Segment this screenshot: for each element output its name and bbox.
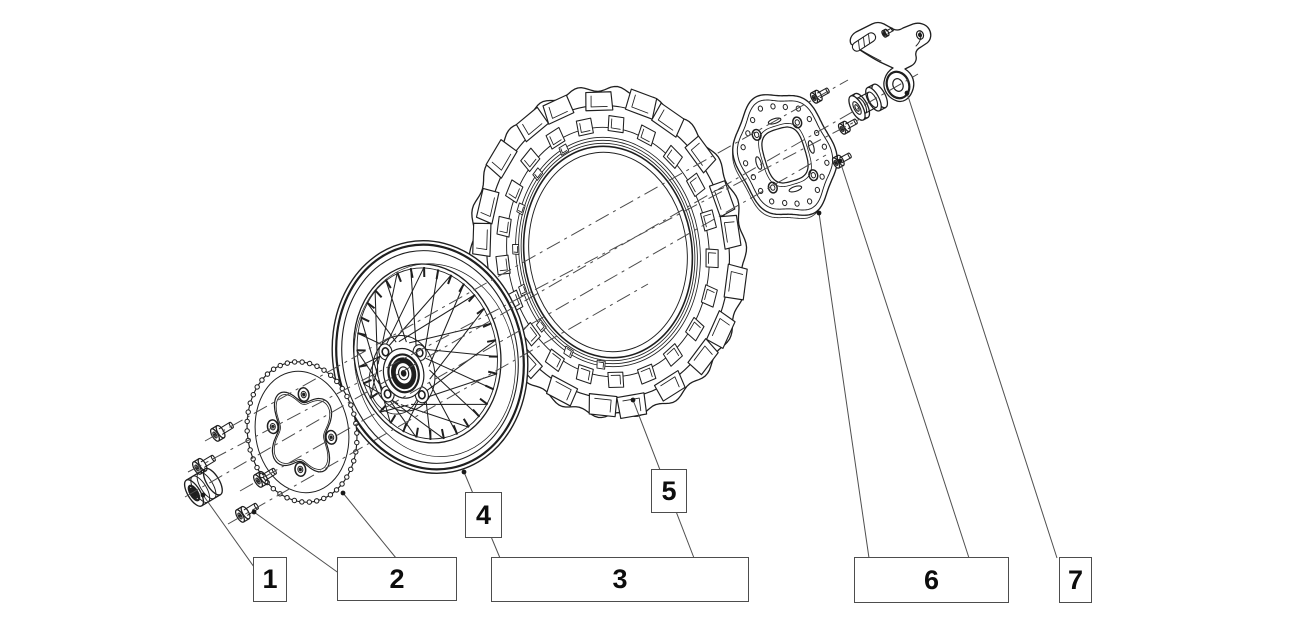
- wheel-rim: [331, 239, 529, 475]
- callout-label-6: 6: [923, 564, 940, 595]
- callout-label-5: 5: [661, 475, 677, 506]
- brake-disc: [732, 94, 838, 219]
- callout-box-6: 6: [854, 557, 1009, 603]
- callout-label-1: 1: [262, 564, 278, 594]
- callout-box-7: 7: [1059, 557, 1092, 603]
- callout-box-5: 5: [651, 469, 687, 513]
- callout-label-7: 7: [1067, 564, 1084, 595]
- callout-label-4: 4: [475, 499, 492, 530]
- sprocket: [244, 359, 360, 505]
- chain-guide-bracket: [849, 21, 932, 103]
- leader-lines: [200, 90, 1058, 575]
- callout-box-1: 1: [253, 557, 287, 602]
- disc-bolts: [809, 87, 858, 169]
- callout-label-2: 2: [389, 563, 405, 594]
- chain-roller: [848, 83, 889, 121]
- callout-label-3: 3: [612, 564, 628, 594]
- center-axis-lines: [184, 73, 919, 525]
- axle-spacer: [183, 467, 223, 507]
- callout-box-3: 3: [491, 557, 749, 602]
- callout-box-4: 4: [465, 492, 502, 538]
- tire: [468, 85, 748, 420]
- callout-box-2: 2: [337, 557, 457, 601]
